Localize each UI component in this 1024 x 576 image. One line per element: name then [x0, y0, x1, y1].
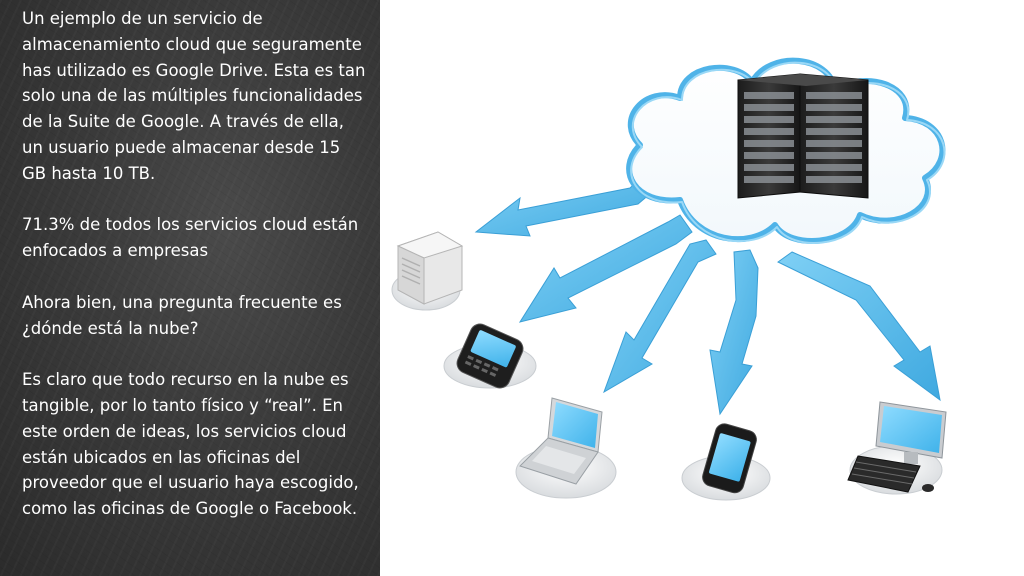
arrow-to-laptop	[603, 239, 717, 394]
arrow-to-desktop	[777, 251, 941, 402]
smartphone-icon	[681, 423, 771, 501]
slide-text: Un ejemplo de un servicio de almacenamie…	[22, 6, 367, 522]
text-panel: Un ejemplo de un servicio de almacenamie…	[0, 0, 380, 576]
arrow-to-smartphone	[709, 249, 759, 416]
desktop-computer-icon	[847, 401, 947, 495]
laptop-icon	[515, 397, 617, 499]
paragraph-statistic: 71.3% de todos los servicios cloud están…	[22, 215, 359, 261]
arrow-to-blackberry	[518, 214, 693, 323]
blackberry-phone-icon	[443, 323, 537, 389]
paragraph-question: Ahora bien, una pregunta frecuente es ¿d…	[22, 292, 342, 338]
paragraph-location: Es claro que todo recurso en la nube es …	[22, 370, 359, 519]
server-rack-icon	[737, 73, 869, 199]
tower-server-icon	[391, 231, 464, 311]
paragraph-google-drive: Un ejemplo de un servicio de almacenamie…	[22, 9, 366, 183]
cloud-network-diagram	[391, 57, 947, 501]
arrows-group	[474, 169, 941, 416]
